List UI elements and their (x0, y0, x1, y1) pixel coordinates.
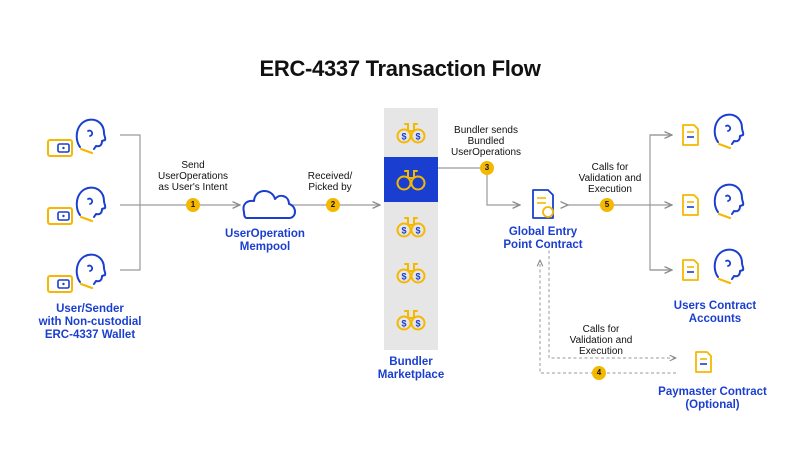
bundler-marketplace-label: Bundler Marketplace (377, 356, 445, 381)
cloud-icon (242, 190, 296, 219)
document-icon (682, 194, 699, 216)
step-4-label: Calls for Validation and Execution (569, 324, 633, 357)
mempool-label: UserOperation Mempool (225, 228, 305, 253)
entry-point-document-icon (532, 189, 554, 219)
step-3-badge: 3 (480, 161, 494, 175)
user-head-icon (75, 253, 107, 290)
connector-users-to-mempool (120, 134, 240, 271)
paymaster-label: Paymaster Contract (Optional) (658, 386, 767, 411)
paymaster-document-icon (695, 351, 712, 373)
step-4-badge: 4 (592, 366, 606, 380)
step-2-badge: 2 (326, 198, 340, 212)
step-3-label: Bundler sends Bundled UserOperations (450, 125, 522, 158)
wallet-icon (47, 207, 73, 225)
step-5-label: Calls for Validation and Execution (578, 162, 642, 195)
user-sender-label: User/Sender with Non-custodial ERC-4337 … (38, 303, 142, 341)
user-head-icon (713, 183, 745, 220)
user-head-icon (713, 113, 745, 150)
user-head-icon (713, 248, 745, 285)
step-5-badge: 5 (600, 198, 614, 212)
document-icon (682, 259, 699, 281)
step-1-label: Send UserOperations as User's Intent (157, 160, 229, 193)
entry-point-label: Global Entry Point Contract (503, 226, 583, 251)
connector-bundler-to-entry-point (438, 167, 520, 205)
wallet-icon (47, 139, 73, 157)
diagram-title: ERC-4337 Transaction Flow (259, 56, 541, 81)
user-head-icon (75, 118, 107, 155)
user-head-icon (75, 186, 107, 223)
connector-entry-point-paymaster (540, 245, 676, 374)
document-icon (682, 124, 699, 146)
users-contract-accounts-group (682, 113, 745, 285)
step-1-badge: 1 (186, 198, 200, 212)
user-sender-group (47, 118, 107, 293)
wallet-icon (47, 275, 73, 293)
step-2-label: Received/ Picked by (307, 171, 353, 193)
bundler-marketplace (384, 108, 438, 350)
users-contract-accounts-label: Users Contract Accounts (673, 300, 757, 325)
